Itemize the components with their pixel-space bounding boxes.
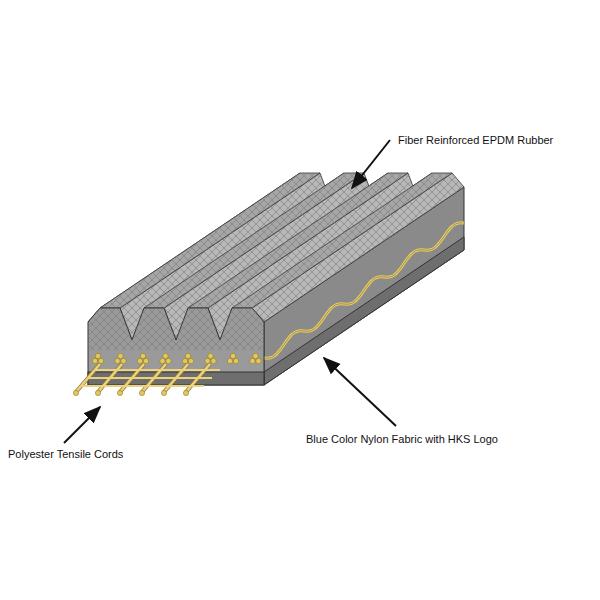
cord-weave xyxy=(80,385,204,387)
cord-section xyxy=(211,358,216,363)
cord-end xyxy=(183,390,188,395)
part-label: Fiber Reinforced EPDM Rubber xyxy=(398,134,553,147)
rib-hatch xyxy=(188,173,408,308)
cord-section xyxy=(95,353,100,358)
cord-end xyxy=(73,390,78,395)
cord-section xyxy=(185,353,190,358)
leader-arrow xyxy=(324,358,396,426)
cord-section xyxy=(160,358,165,363)
rib-hatch xyxy=(100,173,320,308)
cord-section xyxy=(137,358,142,363)
rib-hatch xyxy=(232,173,452,308)
cord-end xyxy=(139,390,144,395)
cord-section xyxy=(163,353,168,358)
cord-section xyxy=(182,358,187,363)
cord-section xyxy=(98,358,103,363)
part-label: Polyester Tensile Cords xyxy=(8,448,123,461)
leader-arrow xyxy=(64,407,100,443)
cord-section xyxy=(118,353,123,358)
cord-section xyxy=(253,353,258,358)
cord-section xyxy=(250,358,255,363)
rib-hatch xyxy=(144,173,364,308)
cord-section xyxy=(92,358,97,363)
part-label: Blue Color Nylon Fabric with HKS Logo xyxy=(306,433,498,446)
leader-arrow xyxy=(352,140,390,188)
cord-section xyxy=(140,353,145,358)
cord-section xyxy=(166,358,171,363)
rib-face xyxy=(188,173,408,308)
cord-section xyxy=(143,358,148,363)
cord-section xyxy=(121,358,126,363)
cord-section xyxy=(205,358,210,363)
cord-section xyxy=(233,358,238,363)
rib-face xyxy=(144,173,364,308)
cord-end xyxy=(161,390,166,395)
cord-weave xyxy=(88,377,212,379)
cord-section xyxy=(256,358,261,363)
cord-section xyxy=(230,353,235,358)
cord-section xyxy=(227,358,232,363)
cord-section xyxy=(188,358,193,363)
cord-section xyxy=(208,353,213,358)
rib-face xyxy=(100,173,320,308)
rib-face xyxy=(232,173,452,308)
tensile-cords xyxy=(73,353,261,395)
cord-end xyxy=(117,390,122,395)
cord-weave xyxy=(96,369,220,371)
cord-end xyxy=(95,390,100,395)
cord-section xyxy=(115,358,120,363)
